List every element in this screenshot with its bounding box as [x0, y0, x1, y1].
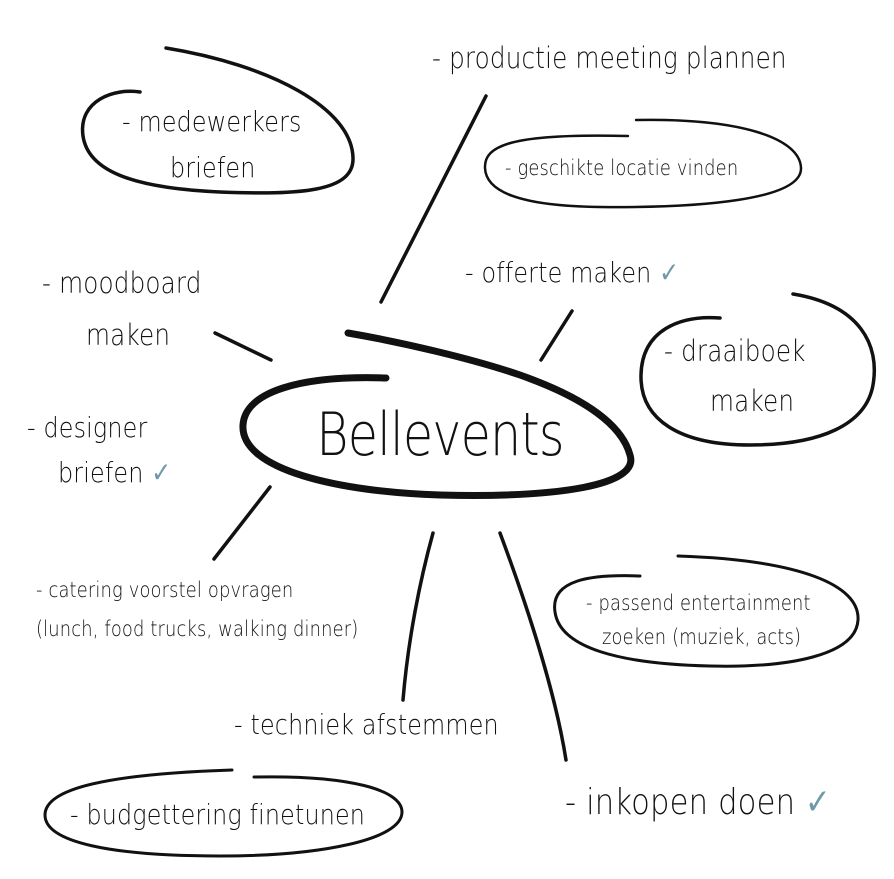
- branch-line-catering: [212, 485, 272, 561]
- item-moodboard-line2: maken: [86, 318, 171, 352]
- inkopen-check-icon: ✓: [805, 782, 831, 823]
- bubble-locatie: [483, 118, 803, 209]
- branch-line-moodboard: [213, 331, 273, 362]
- item-designer-line1: - designer: [27, 411, 148, 444]
- branch-line-productie: [379, 94, 488, 304]
- center-title: Bellevents: [316, 400, 564, 470]
- item-entertainment-line2: zoeken (muziek, acts): [602, 625, 802, 649]
- bubble-medewerkers: [80, 46, 355, 195]
- item-draaiboek-line1: - draaiboek: [664, 334, 806, 368]
- bubble-draaiboek: [639, 292, 876, 447]
- bubble-budget: [43, 768, 404, 858]
- item-locatie: - geschikte locatie vinden: [505, 156, 739, 180]
- designer-check-icon: ✓: [151, 456, 172, 489]
- item-catering-line1: - catering voorstel opvragen: [36, 578, 294, 602]
- item-designer-label: briefen: [58, 456, 144, 489]
- item-catering-line2: (lunch, food trucks, walking dinner): [36, 617, 359, 641]
- item-inkopen: - inkopen doen ✓: [565, 780, 831, 825]
- branch-line-offerte: [539, 309, 574, 362]
- branch-line-inkopen: [498, 531, 568, 762]
- center-ellipse: [239, 329, 635, 499]
- item-offerte-label: - offerte maken: [465, 256, 652, 289]
- item-moodboard-line1: - moodboard: [42, 266, 202, 300]
- item-designer-line2: briefen ✓: [58, 455, 171, 490]
- item-techniek: - techniek afstemmen: [234, 708, 499, 741]
- offerte-check-icon: ✓: [659, 256, 680, 289]
- item-entertainment-line1: - passend entertainment: [586, 591, 811, 615]
- bubble-entertainment: [553, 554, 860, 668]
- item-budget: - budgettering finetunen: [70, 798, 366, 831]
- item-draaiboek-line2: maken: [710, 384, 795, 418]
- item-inkopen-label: - inkopen doen: [565, 782, 796, 823]
- item-productie: - productie meeting plannen: [432, 41, 787, 75]
- item-medewerkers-line1: - medewerkers: [122, 105, 302, 138]
- item-offerte: - offerte maken ✓: [465, 255, 679, 290]
- branch-line-techniek: [401, 531, 435, 702]
- item-medewerkers-line2: briefen: [170, 151, 256, 184]
